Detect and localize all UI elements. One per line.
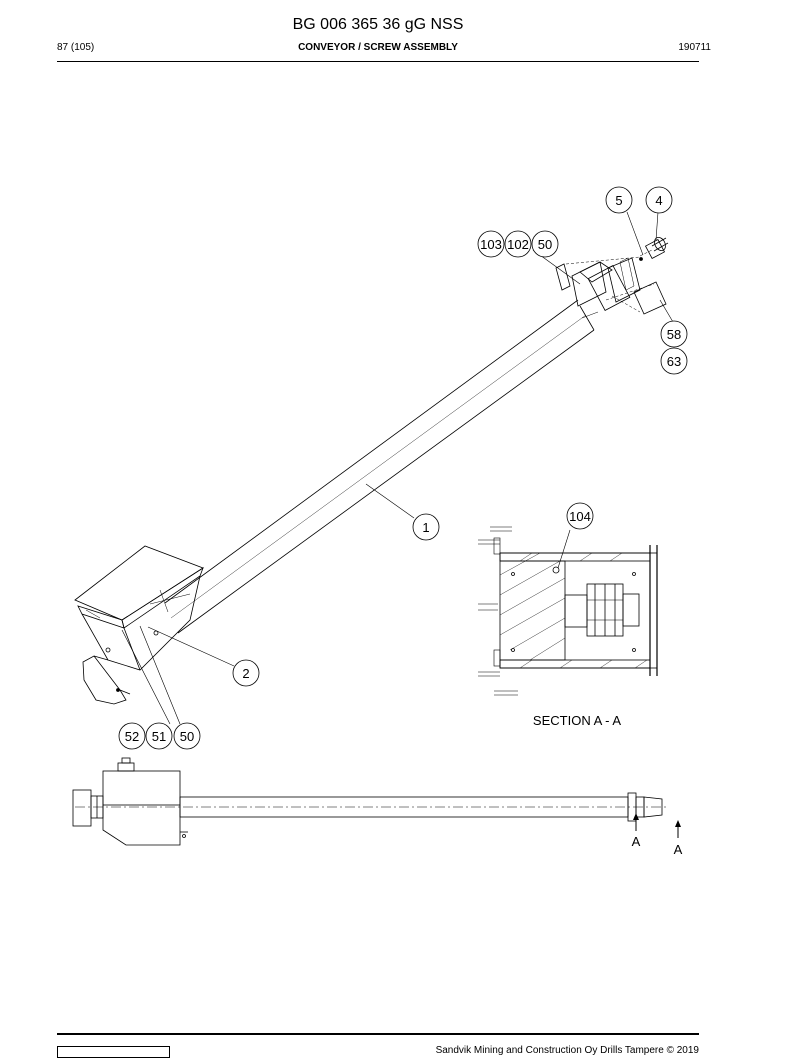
section-a-a-detail [478,526,658,696]
balloon-102: 102 [504,230,532,258]
balloon-4: 4 [645,186,673,214]
page-number: 87 (105) [57,42,95,53]
svg-text:4: 4 [655,193,662,208]
svg-text:1: 1 [422,520,429,535]
svg-text:50: 50 [180,729,194,744]
section-a-a-label: SECTION A - A [533,713,621,728]
balloon-50-bottom: 50 [173,722,201,750]
footer-divider [57,1033,699,1035]
drive-end-assembly [555,236,669,331]
svg-text:63: 63 [667,354,681,369]
svg-text:52: 52 [125,729,139,744]
part-balloons: 5 4 103 102 50 58 63 1 104 2 52 51 50 [118,186,688,750]
document-title: BG 006 365 36 gG NSS [292,16,464,33]
svg-text:2: 2 [242,666,249,681]
leader-lines [121,211,674,725]
footer-copyright: Sandvik Mining and Construction Oy Drill… [435,1045,699,1056]
balloon-50-top: 50 [531,230,559,258]
conveyor-tube [164,299,595,634]
balloon-52: 52 [118,722,146,750]
svg-text:58: 58 [667,327,681,342]
balloon-51: 51 [145,722,173,750]
section-title: CONVEYOR / SCREW ASSEMBLY [298,42,458,53]
balloon-1: 1 [412,513,440,541]
side-view [72,757,681,846]
hopper-assembly [74,545,204,705]
balloon-63: 63 [660,347,688,375]
section-marker-a-left: A [632,834,641,849]
balloon-103: 103 [477,230,505,258]
balloon-104: 104 [566,502,594,530]
svg-text:102: 102 [507,237,529,252]
balloon-2: 2 [232,659,260,687]
document-date: 190711 [678,42,711,53]
header-divider [57,61,699,62]
svg-text:104: 104 [569,509,591,524]
svg-text:103: 103 [480,237,502,252]
svg-text:5: 5 [615,193,622,208]
balloon-58: 58 [660,320,688,348]
svg-text:50: 50 [538,237,552,252]
balloon-5: 5 [605,186,633,214]
company-logo [57,1046,170,1058]
section-marker-a-right: A [674,842,683,857]
svg-text:51: 51 [152,729,166,744]
